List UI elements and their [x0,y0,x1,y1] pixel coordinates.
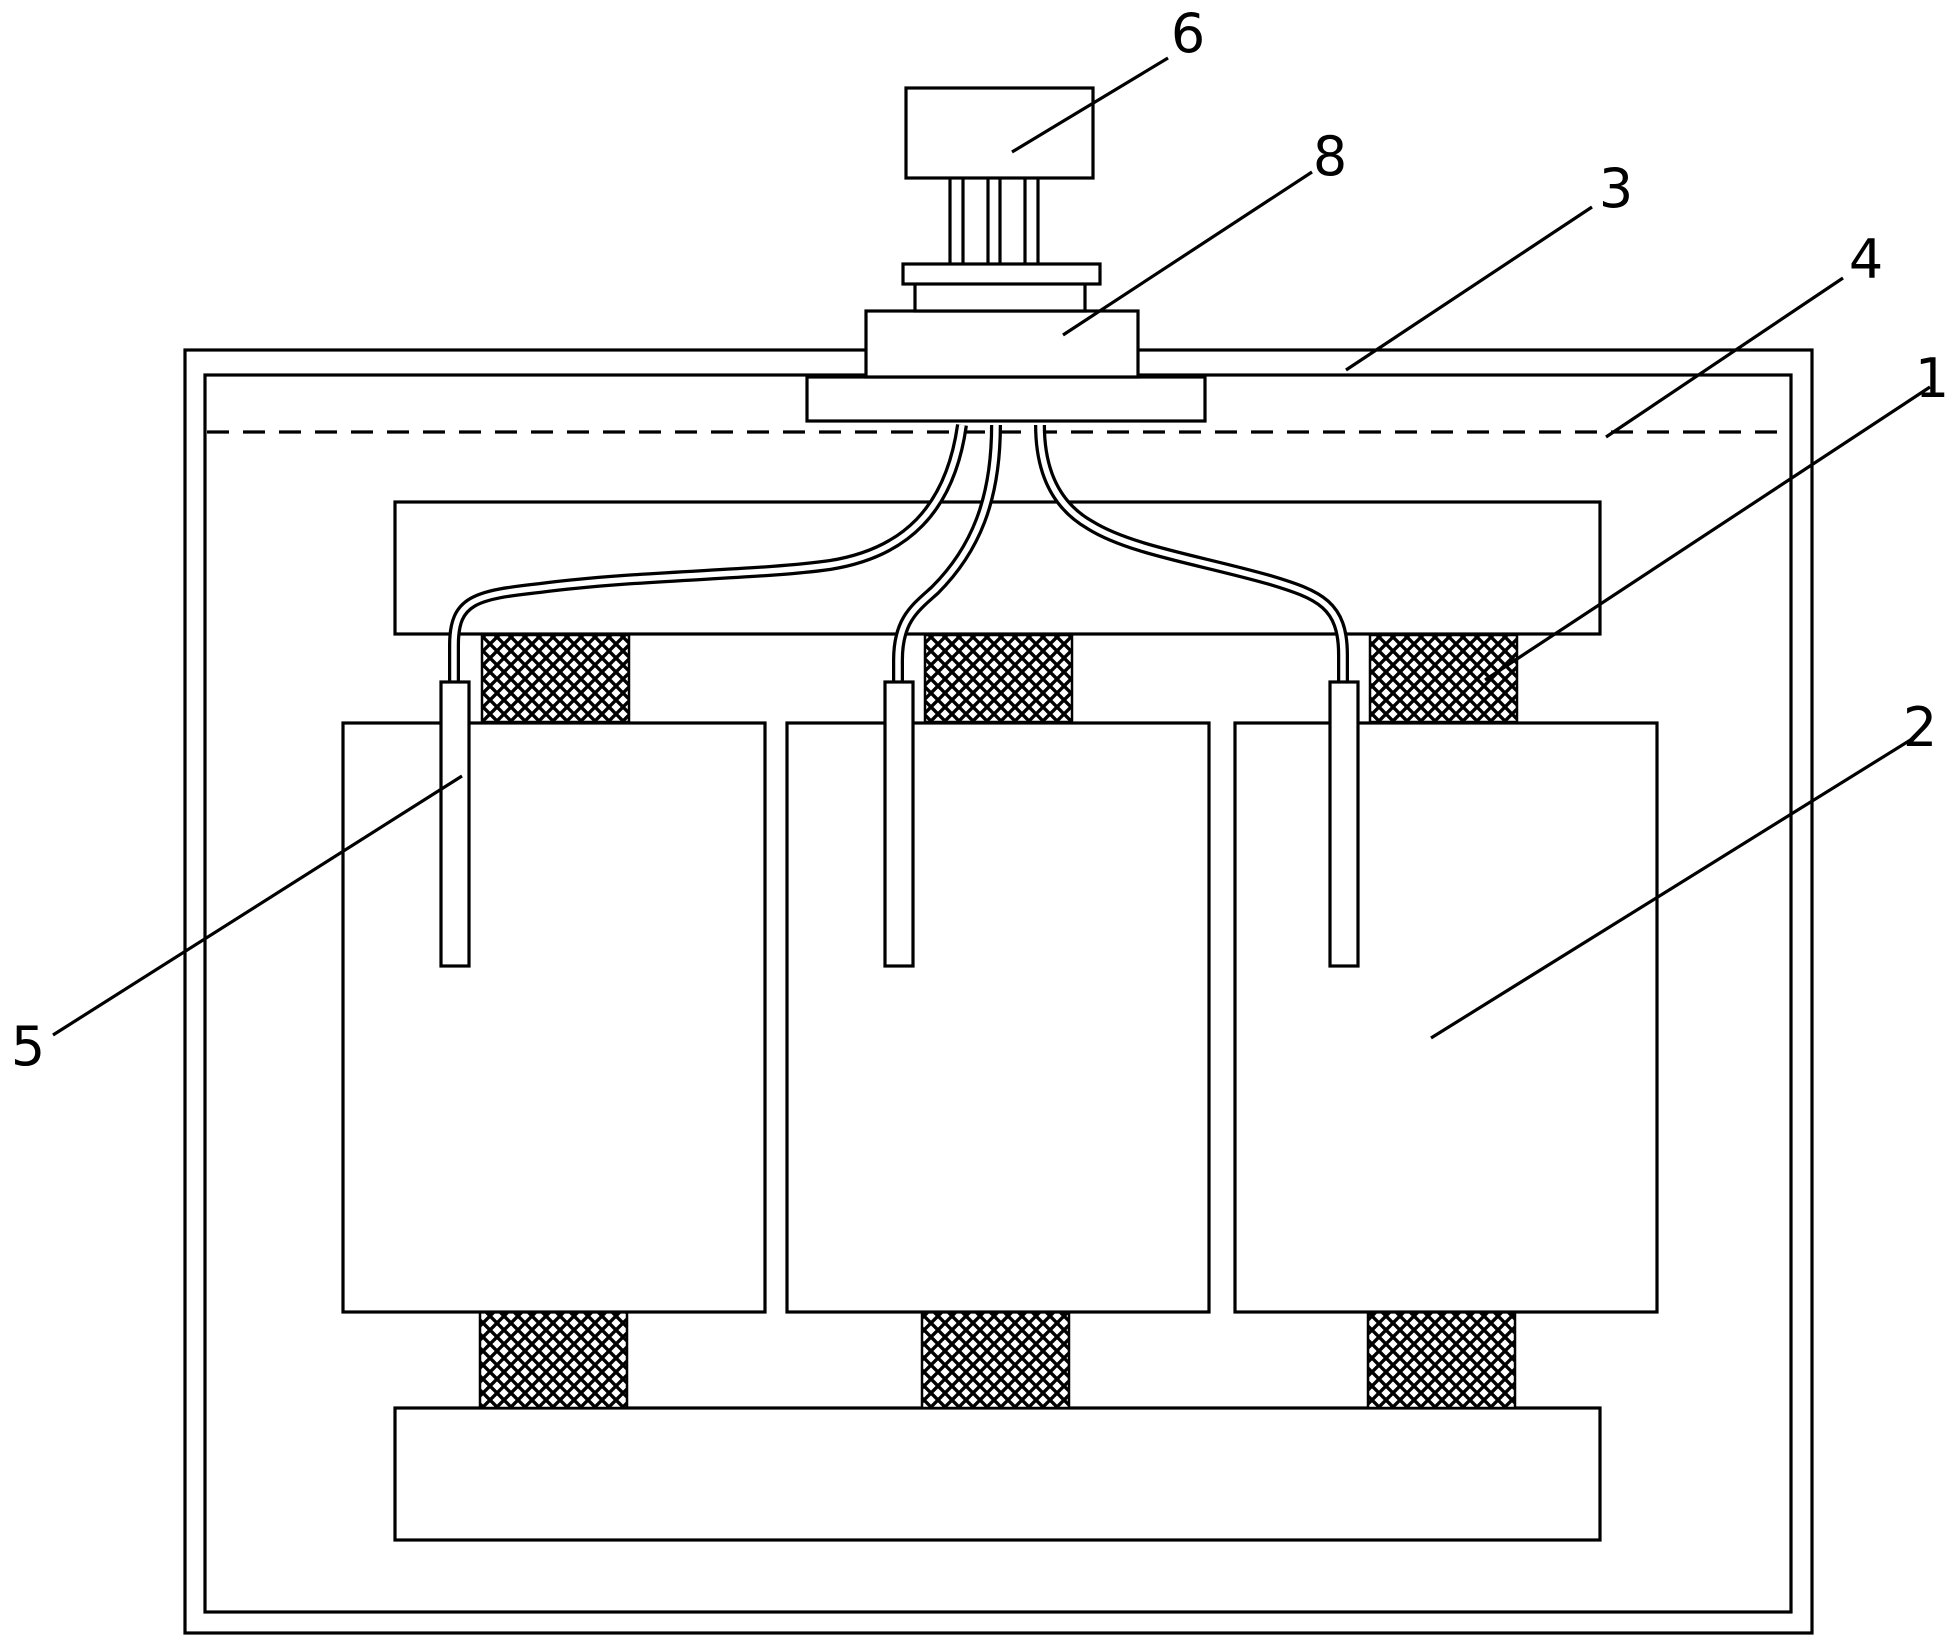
core-limb-upper-1 [482,635,629,722]
core-limb-upper-3 [1370,635,1517,722]
callout-3: 3 [1599,157,1633,220]
leader-3 [1346,207,1592,370]
upper-yoke [395,502,1600,634]
feedthrough-cap [903,264,1100,284]
feedthrough-neck [915,282,1085,311]
callout-1: 1 [1915,347,1949,410]
callout-2: 2 [1903,696,1937,759]
connector-housing [906,88,1093,178]
feedthrough-upper-body [866,311,1138,377]
winding-3 [1235,723,1657,1312]
callout-4: 4 [1849,228,1883,291]
callout-6: 6 [1171,2,1205,65]
temperature-probe-1 [441,682,469,966]
callout-8: 8 [1313,125,1347,188]
core-limb-lower-2 [922,1312,1069,1408]
temperature-probe-2 [885,682,913,966]
callout-5: 5 [11,1015,45,1078]
winding-2 [787,723,1209,1312]
temperature-probe-3 [1330,682,1358,966]
connector-pins [950,178,1038,264]
core-limb-upper-2 [925,635,1072,722]
core-limb-lower-1 [480,1312,627,1408]
feedthrough-lower-flange [807,377,1205,421]
lower-yoke [395,1408,1600,1540]
core-limb-lower-3 [1368,1312,1515,1408]
leader-8 [1063,172,1312,335]
